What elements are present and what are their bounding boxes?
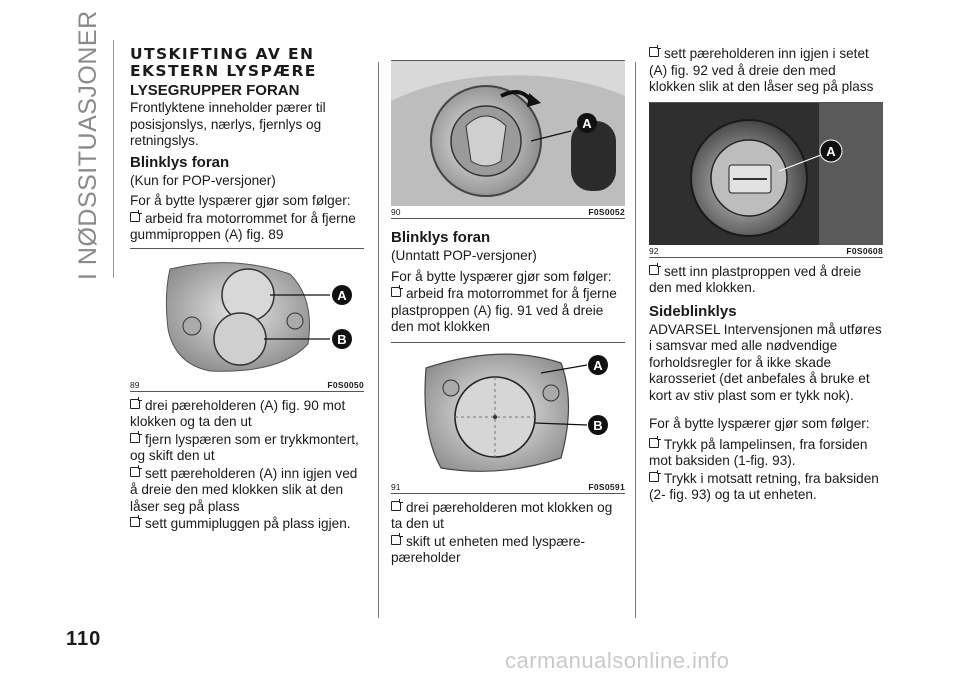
step-item: sett gummipluggen på plass igjen. (130, 515, 364, 533)
callout-a-marker (588, 354, 608, 375)
step-item: sett inn plastproppen ved å dreie den me… (649, 262, 883, 297)
callout-a: A (337, 288, 347, 303)
step-item: Trykk i motsatt retning, fra baksiden (2… (649, 469, 883, 504)
bullet-icon (649, 45, 661, 57)
bullet-icon (391, 285, 403, 297)
step-text: sett inn plastproppen ved å dreie den me… (649, 263, 862, 296)
callout-b-marker (588, 414, 608, 435)
bullet-icon (649, 262, 661, 275)
figure-90: A 90 F0S0052 (391, 60, 625, 219)
lead-text: For å bytte lyspærer gjør som følger: (391, 268, 612, 284)
watermark: carmanualsonline.info (505, 648, 730, 673)
section-note: (Unntatt POP-versjoner) (391, 248, 537, 263)
step-text: skift ut enheten med lyspære-pæreholder (391, 533, 586, 566)
bullet-icon (649, 469, 661, 482)
figure-caption: 92 F0S0608 (649, 246, 883, 258)
step-item: fjern lyspæren som er trykkmontert, og s… (130, 430, 364, 465)
step-item: Trykk på lampelinsen, fra forsiden mot b… (649, 435, 883, 470)
figure-frame: A (649, 101, 883, 245)
bullet-icon (649, 435, 661, 448)
step-text: drei pæreholderen mot klokken og ta den … (391, 499, 613, 532)
bullet-icon (130, 396, 142, 409)
column-divider-2 (635, 62, 636, 618)
step-text: arbeid fra motorrommet for å fjerne plas… (391, 286, 617, 334)
step-item: drei pæreholderen mot klokken og ta den … (391, 498, 625, 533)
intro-text: Frontlyktene inneholder pærer til posisj… (130, 100, 326, 148)
column-3: sett pæreholderen inn igjen i setet (A) … (649, 45, 883, 504)
bullet-icon (391, 532, 403, 545)
chapter-side-tab: I NØDSSITUASJONER (66, 10, 110, 280)
section-note: (Kun for POP-versjoner) (130, 172, 276, 188)
step-text: sett pæreholderen inn igjen i setet (A) … (649, 46, 874, 94)
figure-frame: A (391, 60, 625, 206)
figure-caption: 91 F0S0591 (391, 482, 625, 494)
callout-a: A (593, 358, 603, 373)
figure-number: 90 (391, 207, 401, 217)
page-number: 110 (66, 628, 102, 650)
figure-code: F0S0052 (588, 207, 625, 217)
step-text: Trykk på lampelinsen, fra forsiden mot b… (649, 436, 868, 469)
main-heading-line-1: UTSKIFTING AV EN (130, 45, 315, 63)
step-text: Trykk i motsatt retning, fra baksiden (2… (649, 470, 879, 503)
subheading: LYSEGRUPPER FORAN (130, 82, 300, 99)
bullet-icon (130, 430, 142, 443)
figure-code: F0S0608 (846, 245, 883, 256)
figure-frame: A B (130, 247, 364, 379)
callout-a-marker (819, 139, 843, 162)
callout-a: A (826, 144, 836, 159)
callout-a-marker (332, 284, 352, 305)
headlamp-front-illustration: A B (424, 353, 608, 472)
figure-frame: A B (391, 341, 625, 481)
figure-number: 92 (649, 245, 659, 256)
main-heading: UTSKIFTING AV EN EKSTERN LYSPÆRE (130, 46, 364, 80)
callout-a: A (582, 116, 592, 131)
figure-caption: 90 F0S0052 (391, 207, 625, 219)
figure-number: 89 (130, 379, 140, 390)
figure-91: A B 91 F0S0591 (391, 341, 625, 494)
column-1: UTSKIFTING AV EN EKSTERN LYSPÆRE LYSEGRU… (130, 46, 364, 533)
figure-caption: 89 F0S0050 (130, 380, 364, 392)
bulb-seat-illustration: A (649, 102, 883, 245)
step-item: skift ut enheten med lyspære-pæreholder (391, 532, 625, 567)
step-text: arbeid fra motorrommet for å fjerne gumm… (130, 210, 356, 243)
headlamp-rear-illustration: A B (165, 261, 352, 372)
callout-b: B (337, 332, 346, 347)
figure-89: A B 89 F0S0050 (130, 247, 364, 392)
step-item: arbeid fra motorrommet for å fjerne gumm… (130, 209, 364, 244)
step-item: drei pæreholderen (A) fig. 90 mot klokke… (130, 396, 364, 431)
column-divider-1 (378, 62, 379, 618)
callout-a-marker (577, 113, 597, 133)
column-2: A 90 F0S0052 Blinklys foran (Unntatt POP… (391, 60, 625, 567)
step-item: sett pæreholderen (A) inn igjen ved å dr… (130, 464, 364, 516)
chapter-title: I NØDSSITUASJONER (74, 10, 102, 280)
step-text: fjern lyspæren som er trykkmontert, og s… (130, 431, 359, 464)
callout-b-marker (332, 328, 352, 349)
callout-b: B (593, 418, 602, 433)
step-text: drei pæreholderen (A) fig. 90 mot klokke… (130, 397, 346, 430)
section-title-front-indicator: Blinklys foran (391, 229, 491, 246)
figure-number: 91 (391, 481, 401, 492)
bullet-icon (130, 464, 142, 477)
figure-92: A 92 F0S0608 (649, 101, 883, 258)
main-heading-line-2: EKSTERN LYSPÆRE (130, 62, 317, 80)
step-text: sett pæreholderen (A) inn igjen ved å dr… (130, 465, 358, 514)
section-title-front-indicator: Blinklys foran (130, 153, 230, 171)
figure-code: F0S0050 (327, 379, 364, 390)
lead-text: For å bytte lyspærer gjør som følger: (649, 416, 870, 431)
lead-text: For å bytte lyspærer gjør som følger: (130, 193, 351, 208)
side-rule (113, 40, 114, 278)
bullet-icon (130, 515, 142, 527)
warning-text: ADVARSEL Intervensjonen må utføres i sam… (649, 321, 882, 403)
figure-code: F0S0591 (588, 481, 625, 492)
bullet-icon (130, 209, 142, 222)
bulb-holder-illustration: A (391, 61, 625, 206)
step-text: sett gummipluggen på plass igjen. (145, 516, 351, 531)
step-item: sett pæreholderen inn igjen i setet (A) … (649, 45, 883, 96)
section-title-side-indicator: Sideblinklys (649, 302, 737, 320)
bullet-icon (391, 498, 403, 511)
step-item: arbeid fra motorrommet for å fjerne plas… (391, 285, 625, 336)
